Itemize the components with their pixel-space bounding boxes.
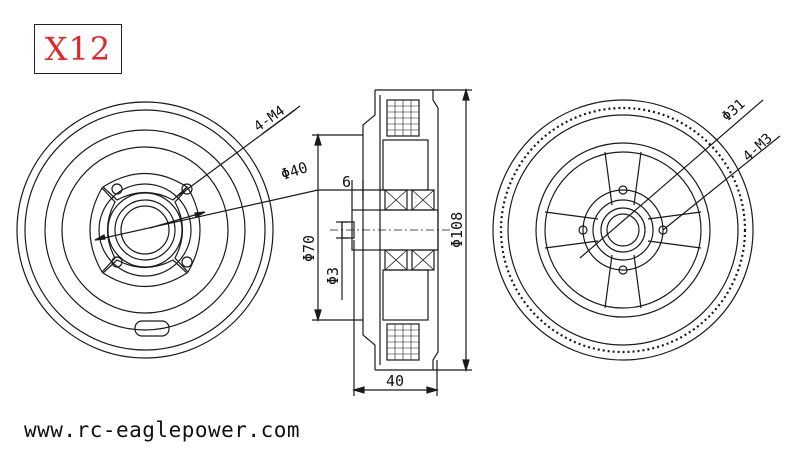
arrow-head	[314, 132, 322, 146]
left-window-right	[174, 186, 201, 274]
left-outer-rim-inner	[24, 109, 266, 351]
left-bore	[120, 205, 170, 255]
right-bore	[600, 207, 646, 253]
left-window-top	[102, 172, 188, 201]
right-bore-inner	[606, 213, 640, 247]
dim-shaft-3: Φ3	[324, 267, 342, 285]
left-hub-outer	[98, 183, 192, 277]
dim-diameter-70: Φ70	[300, 235, 318, 262]
dim-right-diameter: Φ31	[719, 96, 749, 125]
dim-diameter-108: Φ108	[448, 212, 466, 248]
right-mount-hole	[578, 225, 588, 235]
right-mount-hole	[658, 225, 668, 235]
left-outer-rim	[16, 101, 274, 359]
right-outer-rim	[492, 99, 754, 361]
left-window-bottom	[102, 259, 188, 288]
side-stator-top	[382, 139, 429, 191]
side-stator-bottom	[382, 269, 429, 321]
arrow-head	[462, 359, 470, 373]
left-view	[16, 101, 319, 359]
arrow-head	[426, 386, 440, 394]
left-mount-hole	[111, 183, 123, 195]
left-hub-inner	[114, 199, 176, 261]
right-face-ring	[535, 142, 711, 318]
left-mount-hole	[111, 256, 123, 268]
right-spoke-top	[604, 151, 642, 206]
model-label-box: X12	[34, 24, 122, 74]
right-spoke-left	[544, 211, 599, 249]
arrow-head	[314, 309, 322, 323]
left-mount-hole	[181, 256, 193, 268]
right-hub-outer	[582, 189, 664, 271]
arrow-head	[351, 386, 365, 394]
right-view	[492, 99, 781, 361]
side-magnet-hatch	[387, 100, 419, 360]
arrow-head	[94, 234, 106, 241]
right-mount-hole	[618, 185, 628, 195]
side-view	[312, 87, 472, 396]
left-face-ring	[44, 129, 246, 331]
right-rim-teeth	[499, 106, 747, 354]
left-hub-mid	[107, 192, 183, 268]
left-spoke-ring	[61, 146, 229, 314]
left-mount-hole	[181, 183, 193, 195]
arrow-head	[462, 87, 470, 101]
dim-right-thread: 4-M3	[740, 131, 776, 165]
side-bearing-x	[384, 189, 435, 271]
model-label: X12	[44, 30, 112, 68]
dimension-labels: 4-M4 Φ40 6 Φ70 Φ3 Φ108 40 Φ31 4-M3	[251, 96, 776, 390]
left-window-left	[89, 186, 116, 274]
left-dia-inner	[149, 211, 206, 229]
right-thread-leader	[662, 135, 781, 231]
right-hub-mid	[592, 199, 654, 261]
dim-left-diameter: Φ40	[279, 158, 310, 183]
dim-width-6: 6	[342, 173, 351, 191]
right-spoke-right	[647, 211, 702, 249]
dim-left-thread: 4-M4	[251, 103, 288, 135]
website-url: www.rc-eaglepower.com	[24, 418, 301, 442]
right-dia-leader	[579, 99, 764, 259]
right-spoke-bottom	[604, 254, 642, 309]
left-thread-ref	[261, 105, 301, 135]
right-rim-inner	[507, 114, 739, 346]
right-spoke-ring	[544, 151, 702, 309]
left-dia-leader	[94, 189, 319, 241]
dim-width-40: 40	[386, 372, 404, 390]
left-slot	[134, 320, 170, 337]
right-mount-hole	[618, 265, 628, 275]
